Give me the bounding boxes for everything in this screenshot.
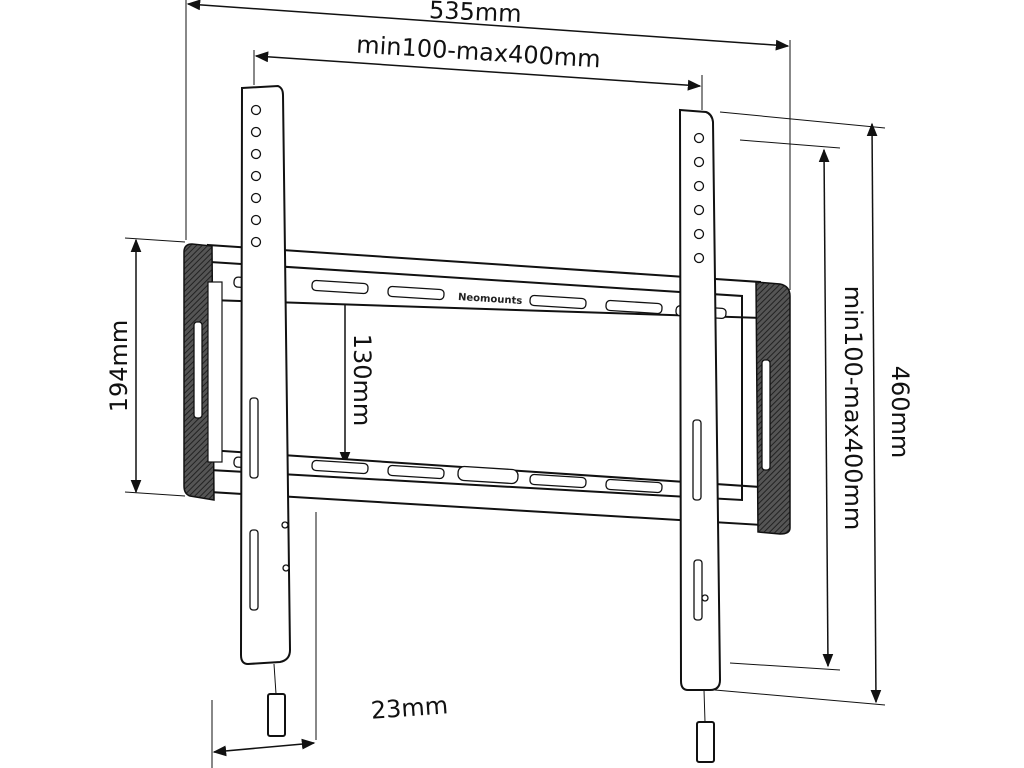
depth-label: 23mm [370,691,449,724]
frame-height-label: 194mm [105,320,133,413]
right-vertical-arm [678,108,722,763]
vesa-vertical-dim-line [818,148,834,668]
left-spacer-pad [183,243,223,501]
center-slot [457,465,519,485]
vertical-vesa-label: min100-max400mm [839,286,867,531]
right-spacer-pad [755,281,791,535]
overall-height-label: 460mm [886,366,914,459]
right-arm-holes [693,132,705,264]
brand-logo-text: Neomounts [458,292,523,307]
dimension-lines [130,0,882,757]
depth-23-dim-line [212,738,316,757]
left-arm-holes [250,104,262,248]
vesa-horizontal-dim-line [254,51,702,91]
left-vertical-arm [239,84,292,737]
left-safety-pull [267,693,286,737]
right-safety-pull [696,721,715,763]
wall-plate: Neomounts [206,243,764,527]
width-535-dim-line [186,0,790,51]
extension-lines [124,0,886,768]
height-460-dim-line [866,122,882,704]
bottom-rail [206,448,764,527]
inner-spacing-label: 130mm [348,334,376,427]
horizontal-vesa-label: min100-max400mm [356,31,602,74]
overall-width-label: 535mm [428,0,522,28]
